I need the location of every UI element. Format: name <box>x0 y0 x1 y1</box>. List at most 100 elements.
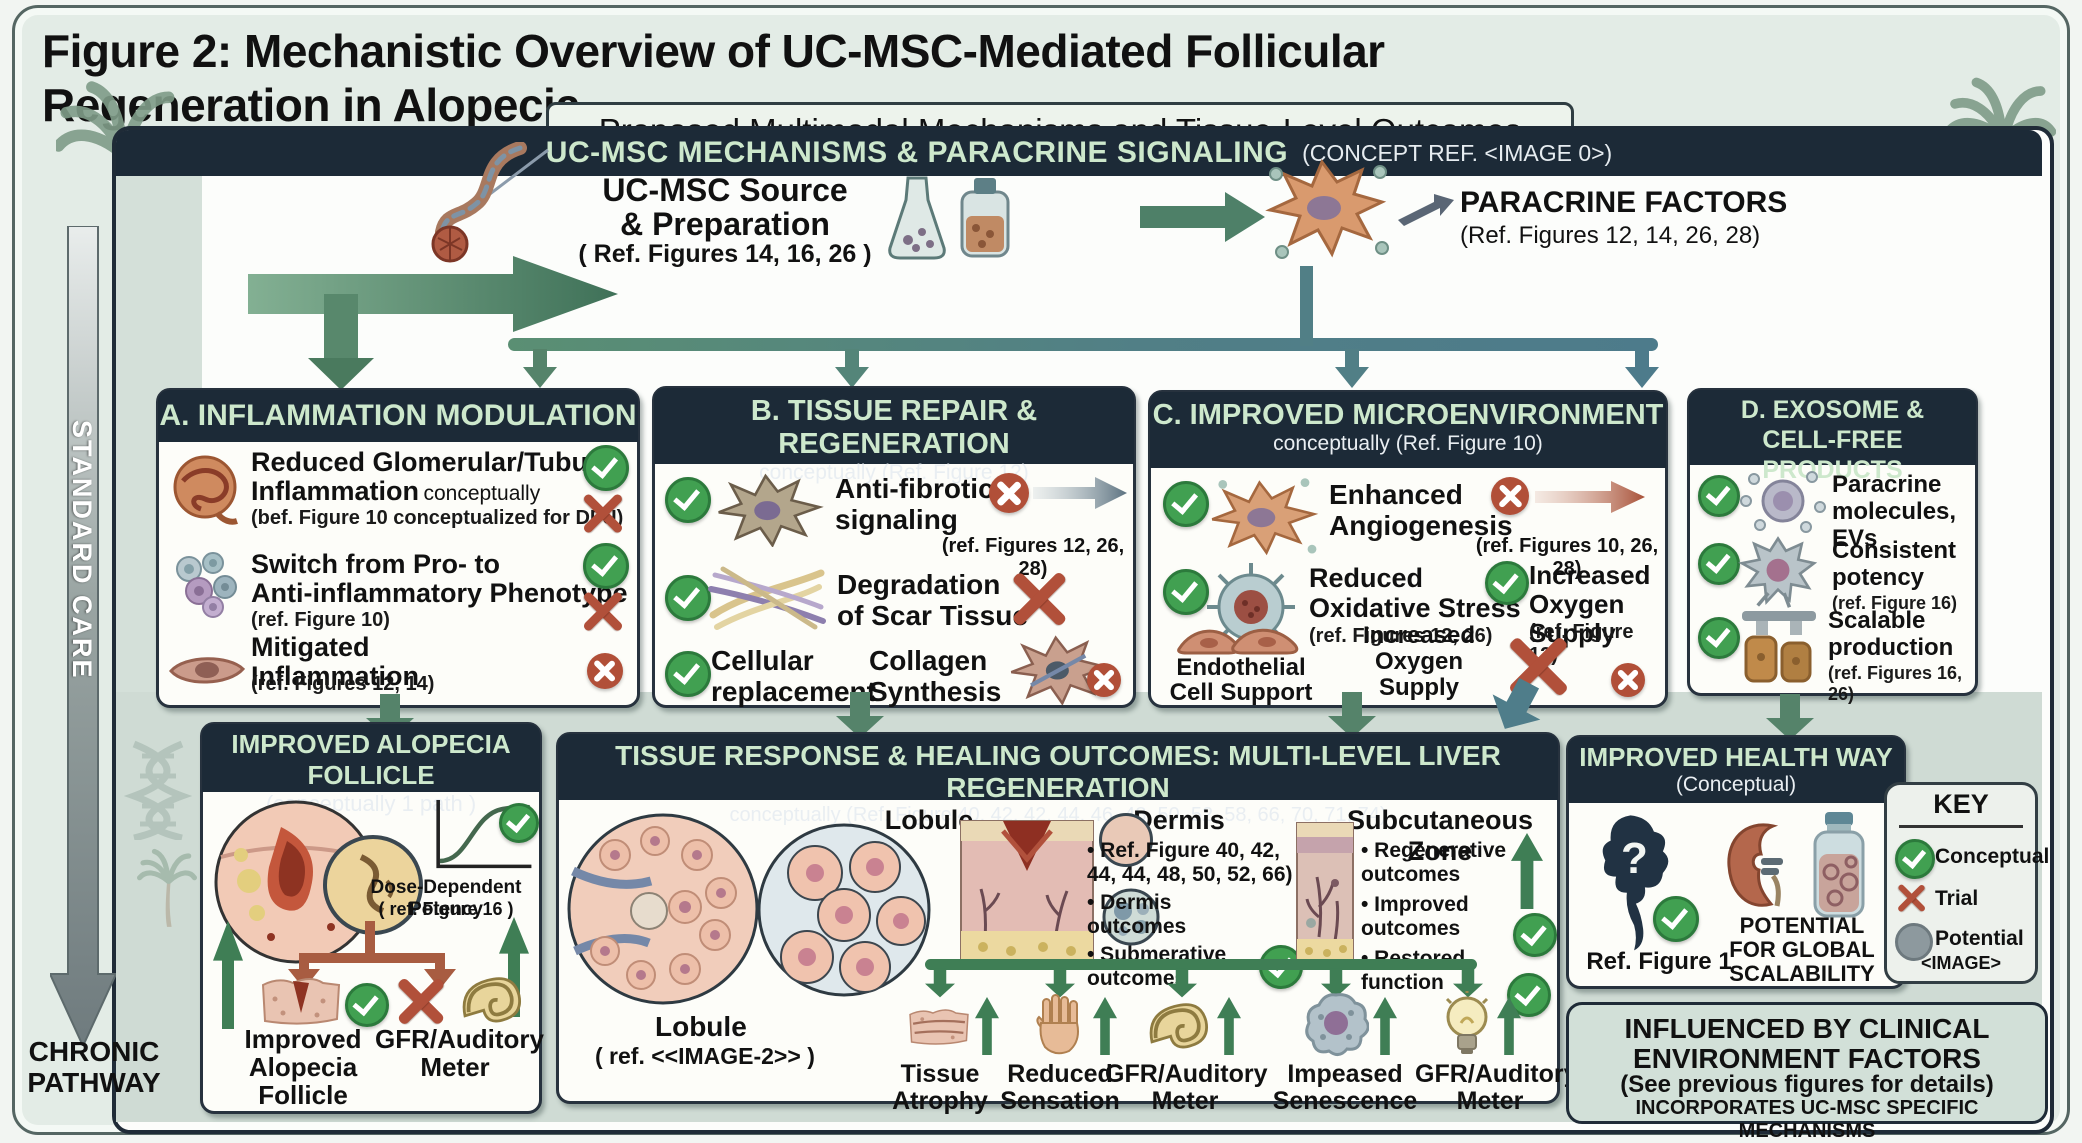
scar-fibers-icon <box>708 566 826 630</box>
branch-stem <box>365 921 375 955</box>
influenced-line3: (See previous figures for details) <box>1620 1071 1994 1098</box>
map-ref: Ref. Figure 1 <box>1586 948 1732 975</box>
down-arrow-icon <box>925 968 955 998</box>
key-image-tag: <IMAGE> <box>1920 953 2002 973</box>
paracrine-stem <box>1300 266 1313 346</box>
up-arrow-icon <box>975 997 999 1055</box>
lobule-ref: ( ref. <<IMAGE-2>> ) <box>595 1043 815 1069</box>
spindle-cell-icon <box>169 657 246 684</box>
up-arrow-icon <box>499 917 529 1017</box>
panel-c-header: C. IMPROVED MICROENVIRONMENT conceptuall… <box>1150 392 1666 468</box>
up-arrow-icon <box>1373 997 1397 1055</box>
panel-b-title: B. TISSUE REPAIR & REGENERATION <box>750 395 1038 460</box>
health-scalability: POTENTIAL FOR GLOBAL SCALABILITY <box>1729 913 1875 986</box>
thailand-map-icon <box>1602 815 1669 951</box>
drop-arrowhead-b <box>835 367 869 388</box>
alopecia-title: IMPROVED ALOPECIA FOLLICLE <box>231 729 511 790</box>
tissue-outcome-5: GFR/Auditory Meter <box>1415 1060 1578 1115</box>
up-arrow-icon <box>1497 997 1521 1055</box>
check-icon <box>499 803 539 843</box>
panel-improved-health: IMPROVED HEALTH WAY (Conceptual) ? Ref. … <box>1566 735 1906 989</box>
subq-skin-strip <box>1296 822 1354 962</box>
panel-a-item3-ref: (ref. Figures 12, 14) <box>251 673 435 695</box>
bioreactor-icon <box>1742 611 1816 683</box>
lightbulb-icon <box>1445 991 1489 1054</box>
banner-concept-ref: (CONCEPT REF. <IMAGE 0>) <box>1302 139 1613 166</box>
arrow-to-source <box>248 256 618 332</box>
fibroblast-icon <box>718 473 824 547</box>
endothelial-cells-icon <box>1177 628 1299 655</box>
check-icon <box>1513 913 1557 957</box>
panel-d-item3: Scalable production <box>1828 607 1954 661</box>
elbow-connector <box>324 294 358 360</box>
drop-arrowhead-c <box>1335 367 1369 388</box>
check-icon <box>583 543 629 589</box>
wound-skin-illustration <box>960 820 1094 964</box>
page-title: Figure 2: Mechanistic Overview of UC-MSC… <box>42 25 1385 131</box>
tissue-title: TISSUE RESPONSE & HEALING OUTCOMES: MULT… <box>615 740 1501 803</box>
lobule-illustration <box>567 813 759 1005</box>
tissue-header: TISSUE RESPONSE & HEALING OUTCOMES: MULT… <box>558 734 1558 826</box>
tissue-outcome-1: Tissue Atrophy <box>892 1060 988 1115</box>
panel-c-title: C. IMPROVED MICROENVIRONMENT <box>1152 399 1664 431</box>
tissue-outcome-2: Reduced Sensation <box>1000 1060 1120 1115</box>
source-title-line1: UC-MSC Source <box>602 172 848 208</box>
arrow-c-to-tissue <box>1328 692 1376 738</box>
dermis-bullet-2: • Dermis outcomes <box>1087 891 1187 938</box>
potency-cell-icon <box>1738 536 1818 608</box>
panel-b-header: B. TISSUE REPAIR & REGENERATION conceptu… <box>654 388 1134 484</box>
mechanisms-banner: UC-MSC MECHANISMS & PARACRINE SIGNALING … <box>116 130 2042 176</box>
outcome-connector-bar <box>925 959 1477 970</box>
skin-wound-icon <box>261 978 341 1025</box>
panel-a-item2-ref: (ref. Figure 10) <box>251 609 390 631</box>
panel-b-item3b: Collagen Synthesis <box>869 645 1002 707</box>
down-arrow-icon <box>1045 968 1075 998</box>
immune-cells-icon <box>176 552 237 618</box>
panel-exosome-products: D. EXOSOME & CELL-FREE PRODUCTS Paracrin… <box>1687 388 1978 704</box>
standard-care-arrow <box>50 226 116 1046</box>
arrow-d-to-health <box>1766 694 1814 740</box>
alopecia-outcome1: Improved Alopecia Follicle <box>244 1024 362 1110</box>
tissue-outcome-3: GFR/Auditory Meter <box>1105 1060 1268 1115</box>
check-icon <box>1698 475 1740 517</box>
cross-icon <box>579 489 627 537</box>
umbilical-cord-icon <box>431 142 549 263</box>
source-title-line2: & Preparation <box>620 206 830 242</box>
drop-arrowhead-a <box>523 367 557 388</box>
panel-a-item2-line2: Anti-inflammatory Phenotype <box>251 578 628 608</box>
up-arrow-icon <box>1093 997 1117 1055</box>
panel-b-subtitle: conceptually (Ref. Figure 12) <box>759 461 1029 484</box>
small-arrow-icon <box>1398 194 1454 226</box>
cross-badge-icon <box>1087 663 1121 697</box>
paracrine-title: PARACRINE FACTORS <box>1460 186 1788 219</box>
branch-stub-right <box>435 953 445 971</box>
check-icon <box>1163 569 1209 615</box>
dna-helix-icon <box>123 740 193 840</box>
check-icon <box>583 445 629 491</box>
alopecia-header: IMPROVED ALOPECIA FOLLICLE (conceptually… <box>202 724 540 816</box>
angiogenesis-cell-icon <box>1211 478 1319 556</box>
kidney-icon <box>1727 823 1783 907</box>
up-arrow-icon <box>213 921 243 1029</box>
panel-b-item2: Degradation of Scar Tissue <box>837 569 1028 631</box>
panel-a-item1-line2: Inflammation <box>251 476 420 506</box>
cross-badge-icon <box>587 653 623 689</box>
panel-b-item1: Anti-fibrotic signaling <box>835 473 994 535</box>
arrow-d-to-tissue <box>1492 677 1541 729</box>
subq-bullet-1: • Regenerative outcomes <box>1361 839 1507 886</box>
panel-improved-microenvironment: C. IMPROVED MICROENVIRONMENT conceptuall… <box>1148 390 1668 708</box>
influenced-line2: ENVIRONMENT FACTORS <box>1633 1043 1981 1074</box>
cochlea-icon <box>1149 1003 1208 1049</box>
red-fade-arrow-icon <box>1535 481 1645 513</box>
dermis-bullet-1: • Ref. Figure 40, 42, 44, 44, 48, 50, 52… <box>1087 839 1293 886</box>
paracrine-ref: (Ref. Figures 12, 14, 26, 28) <box>1460 222 1761 249</box>
myofibroblast-icon <box>1010 635 1111 705</box>
panel-improved-alopecia-follicle: IMPROVED ALOPECIA FOLLICLE (conceptually… <box>200 722 544 1114</box>
check-icon <box>665 575 711 621</box>
alopecia-outcome2: GFR/Auditory Meter <box>375 1024 544 1082</box>
lobule-top-label: Lobule <box>884 805 974 835</box>
drop-arrowhead-d <box>1625 367 1659 388</box>
map-question-mark: ? <box>1621 834 1648 883</box>
health-title: IMPROVED HEALTH WAY <box>1579 742 1893 772</box>
follicle-magnifier <box>323 835 423 935</box>
